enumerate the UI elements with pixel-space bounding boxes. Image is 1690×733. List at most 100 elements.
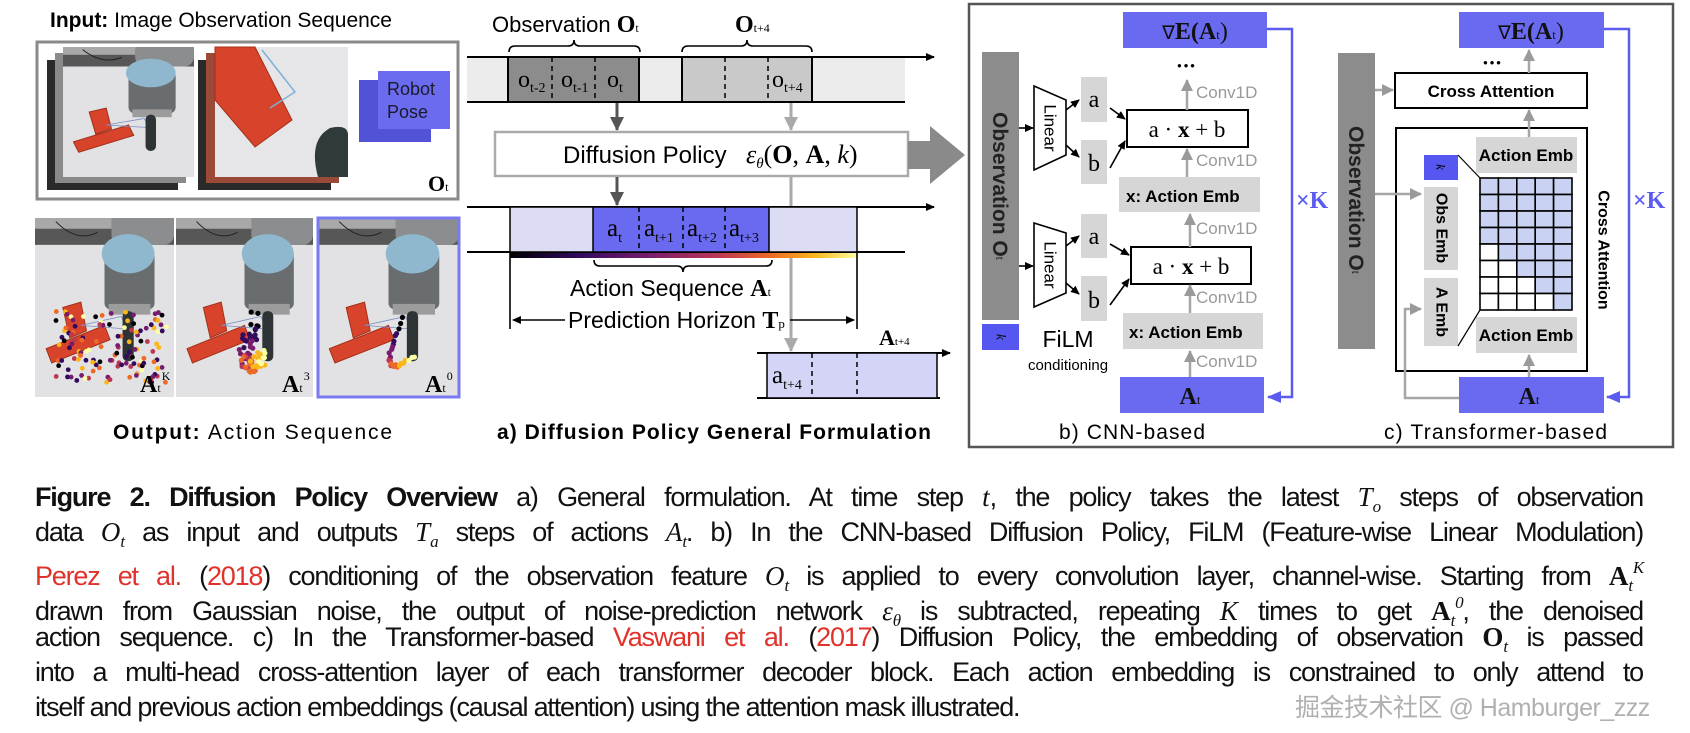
action-dot <box>236 346 242 353</box>
conv1d-label: Conv1D <box>1196 151 1257 170</box>
film-b-label: b <box>1088 151 1100 177</box>
action-dot <box>53 374 59 379</box>
action-dot <box>75 357 81 362</box>
action-dot <box>248 367 254 374</box>
next-action-window <box>766 352 938 399</box>
mask-cell-masked <box>1534 292 1555 311</box>
sample-label-k: AtK <box>140 369 171 398</box>
mask-cell-attend <box>1479 210 1500 229</box>
citation-link[interactable]: Vaswani et al. <box>612 622 790 652</box>
gradient-output-box <box>1123 12 1267 48</box>
cable <box>196 221 238 237</box>
math-subscript: t <box>1628 576 1633 595</box>
math-superscript: 0 <box>1455 593 1464 612</box>
math-subscript: t <box>120 532 125 551</box>
caption-text: itself and previous action embeddings (c… <box>35 692 1021 722</box>
next-observation-window <box>681 56 813 103</box>
robot-gripper <box>145 114 157 151</box>
mask-cell-masked <box>1497 292 1518 311</box>
mask-cell-attend <box>1516 226 1537 245</box>
citation-link[interactable]: 2017 <box>816 622 872 652</box>
action-dot <box>239 335 246 342</box>
action-cell: at+2 <box>687 215 717 246</box>
action-dot <box>253 362 260 369</box>
mask-cell-attend <box>1534 210 1555 229</box>
action-dot <box>163 379 168 385</box>
film-shift-b <box>1081 140 1107 184</box>
citation-link[interactable]: Perez et al. <box>35 561 182 591</box>
mask-cell-attend <box>1552 177 1573 196</box>
math-symbol: T <box>415 517 431 547</box>
photo-content <box>35 218 174 397</box>
mask-cell-masked <box>1479 292 1500 311</box>
action-dot <box>123 360 129 366</box>
action-dot <box>65 374 70 380</box>
caption-math: Ot <box>765 561 789 595</box>
action-dot <box>68 374 74 380</box>
mask-cell-attend <box>1497 177 1518 196</box>
action-input-box <box>1120 377 1264 413</box>
action-dot <box>127 374 133 380</box>
action-dot <box>82 376 88 381</box>
math-symbol: K <box>1219 596 1238 626</box>
mask-cell-attend <box>1552 259 1573 278</box>
action-dot <box>258 361 264 367</box>
robot-flange <box>132 109 172 118</box>
action-sample-intermediate <box>176 218 313 397</box>
mask-cell-attend <box>1479 226 1500 245</box>
action-dot <box>156 345 162 350</box>
action-dot <box>253 326 259 332</box>
action-dot <box>253 337 260 343</box>
caption-math: To <box>1357 482 1382 516</box>
input-panel: Input: Image Observation Sequence Robot … <box>35 9 460 201</box>
target-outline <box>261 49 297 109</box>
action-dot <box>141 355 147 361</box>
math-symbol: A <box>665 517 683 547</box>
a-emb-label: A Emb <box>1433 287 1450 337</box>
action-dot <box>90 368 96 374</box>
robot-joint-cap <box>241 234 294 274</box>
math-symbol: T <box>1357 482 1373 512</box>
action-dot <box>79 365 85 371</box>
caption-title: Figure 2. Diffusion Policy Overview <box>35 482 498 512</box>
denoised-highlight-border <box>316 216 461 399</box>
action-dot <box>131 312 136 318</box>
citation-link[interactable]: 2018 <box>206 561 263 591</box>
action-dot <box>155 329 161 335</box>
action-dot <box>67 345 72 351</box>
a-emb-box <box>1424 278 1458 346</box>
math-subscript: t <box>682 532 687 551</box>
action-dot <box>154 341 160 347</box>
action-dot <box>128 327 134 333</box>
action-dot <box>128 364 134 369</box>
input-obs-symbol: Ot <box>428 171 449 196</box>
action-emb-label: x: Action Emb <box>1126 187 1240 206</box>
mask-cell-attend <box>1552 243 1573 262</box>
mask-cell-attend <box>1534 193 1555 212</box>
robot-flange <box>392 303 436 315</box>
action-dot <box>107 322 112 327</box>
action-emb-label: Action Emb <box>1479 146 1573 165</box>
action-dot <box>115 333 121 339</box>
red-block-closeup <box>214 46 293 148</box>
math-symbol: O <box>100 517 121 547</box>
gradient-output-box <box>1459 12 1604 48</box>
action-dot <box>248 309 254 315</box>
action-emb-box <box>1123 313 1263 349</box>
film-label: FiLM <box>1042 326 1093 352</box>
conv1d-label: Conv1D <box>1196 288 1257 307</box>
figure-caption: Figure 2. Diffusion Policy Overview a) G… <box>35 480 1644 725</box>
policy-formula: εθ(O, A, k) <box>746 140 858 172</box>
action-dot <box>79 337 85 343</box>
k-timestep-box <box>982 324 1019 350</box>
cross-attention-box <box>1394 72 1588 109</box>
mask-cell-attend <box>1552 276 1573 295</box>
red-t-block <box>72 124 135 153</box>
caption-text: times to get <box>1237 596 1432 626</box>
caption-math: εθ <box>882 596 901 630</box>
mask-cell-masked <box>1479 259 1500 278</box>
caption-math: AtK <box>1609 558 1644 595</box>
action-dot <box>133 329 139 335</box>
action-dot <box>98 344 104 350</box>
next-action-cell: at+4 <box>772 362 802 393</box>
